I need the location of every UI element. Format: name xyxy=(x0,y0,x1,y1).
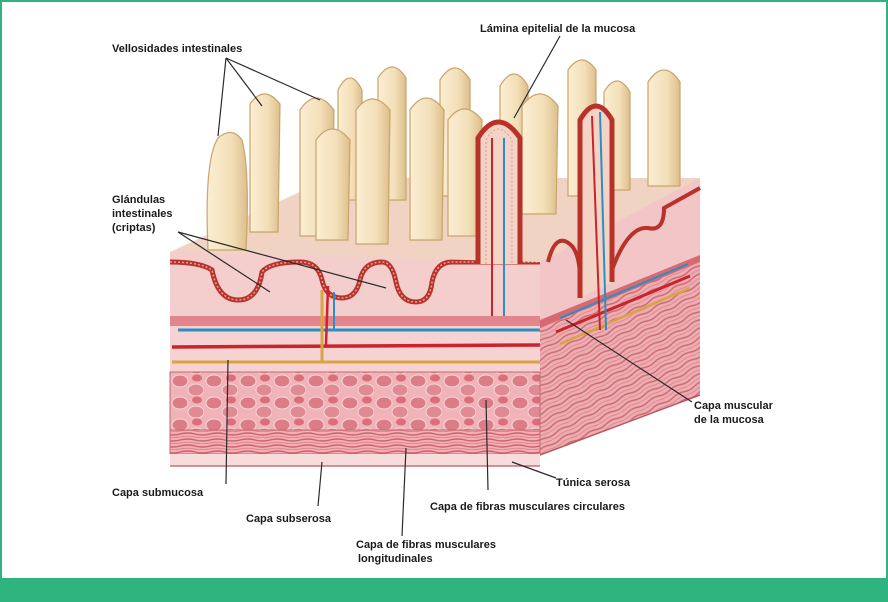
intestinal-wall-diagram: Vellosidades intestinales Lámina epiteli… xyxy=(0,0,888,578)
label-capa-longitudinales-1: Capa de fibras musculares xyxy=(356,539,496,551)
label-capa-muscular-mucosa-1: Capa muscular xyxy=(694,400,774,412)
label-tunica-serosa: Túnica serosa xyxy=(556,477,631,489)
label-vellosidades: Vellosidades intestinales xyxy=(112,43,242,55)
footer-bar xyxy=(0,578,888,602)
label-capa-longitudinales-2: longitudinales xyxy=(358,553,433,565)
label-glandulas-2: intestinales xyxy=(112,208,173,220)
circular-muscle-layer xyxy=(170,372,540,430)
serosa-layer xyxy=(170,454,540,466)
label-lamina-epitelial: Lámina epitelial de la mucosa xyxy=(480,23,636,35)
longitudinal-muscle-layer xyxy=(170,430,540,454)
label-capa-circulares: Capa de fibras musculares circulares xyxy=(430,501,625,513)
label-capa-muscular-mucosa-2: de la mucosa xyxy=(694,414,765,426)
label-capa-submucosa: Capa submucosa xyxy=(112,487,204,499)
label-glandulas-3: (criptas) xyxy=(112,222,156,234)
label-capa-subserosa: Capa subserosa xyxy=(246,513,332,525)
label-glandulas-1: Glándulas xyxy=(112,194,165,206)
